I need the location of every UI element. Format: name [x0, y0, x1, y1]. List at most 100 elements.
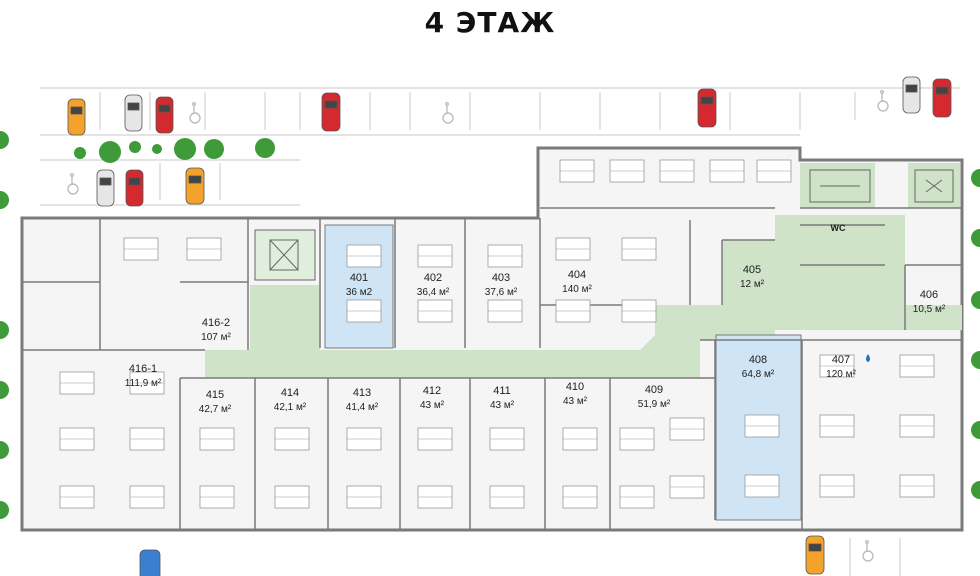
desk-cluster-icon	[123, 237, 159, 261]
room-408: 408 64,8 м²	[742, 354, 775, 380]
desk-cluster-icon	[756, 159, 792, 183]
tree-icon	[971, 169, 980, 187]
svg-text:43 м²: 43 м²	[490, 400, 515, 411]
tree-icon	[74, 147, 86, 159]
room-415: 415 42,7 м²	[199, 389, 232, 415]
wheelchair-icon	[442, 101, 454, 124]
tree-icon	[174, 138, 196, 160]
desk-cluster-icon	[199, 427, 235, 451]
svg-text:64,8 м²: 64,8 м²	[742, 369, 775, 380]
trees	[0, 131, 980, 519]
svg-text:408: 408	[749, 354, 767, 366]
parking-car-icon	[96, 169, 115, 207]
parking-car-icon	[805, 535, 825, 575]
svg-text:10,5 м²: 10,5 м²	[913, 304, 946, 315]
wheelchair-icon	[877, 89, 889, 112]
desk-cluster-icon	[487, 299, 523, 323]
wheelchair-icon	[862, 539, 874, 562]
desk-cluster-icon	[129, 371, 165, 395]
desk-cluster-icon	[487, 244, 523, 268]
desk-cluster-icon	[619, 485, 655, 509]
svg-text:413: 413	[353, 387, 371, 399]
desk-cluster-icon	[274, 485, 310, 509]
svg-text:36 м2: 36 м2	[346, 287, 373, 298]
svg-text:107 м²: 107 м²	[201, 332, 231, 343]
tree-icon	[255, 138, 275, 158]
wheelchair-icon	[67, 172, 79, 195]
svg-text:140 м²: 140 м²	[562, 284, 592, 295]
desk-cluster-icon	[744, 474, 780, 498]
svg-text:416-1: 416-1	[129, 363, 157, 375]
desk-clusters	[59, 159, 935, 509]
room-411: 411 43 м²	[490, 385, 515, 411]
tree-icon	[129, 141, 141, 153]
room-410: 410 43 м²	[563, 381, 588, 407]
svg-text:401: 401	[350, 272, 368, 284]
desk-cluster-icon	[274, 427, 310, 451]
desk-cluster-icon	[899, 354, 935, 378]
desk-cluster-icon	[129, 485, 165, 509]
parking-car-icon	[902, 76, 921, 114]
stairs-icon	[254, 229, 316, 281]
svg-text:51,9 м²: 51,9 м²	[638, 399, 671, 410]
desk-cluster-icon	[346, 299, 382, 323]
parking-car-icon	[321, 92, 341, 132]
svg-text:412: 412	[423, 385, 441, 397]
desk-cluster-icon	[621, 299, 657, 323]
svg-text:43 м²: 43 м²	[563, 396, 588, 407]
desk-cluster-icon	[559, 159, 595, 183]
tree-icon	[971, 351, 980, 369]
svg-text:41,4 м²: 41,4 м²	[346, 402, 379, 413]
room-401: 401 36 м2	[346, 272, 373, 298]
desk-cluster-icon	[59, 485, 95, 509]
tree-icon	[971, 229, 980, 247]
parking-car-icon	[139, 549, 161, 576]
parked-cars	[67, 76, 952, 576]
desk-cluster-icon	[562, 485, 598, 509]
room-403: 403 37,6 м²	[485, 272, 518, 298]
desk-cluster-icon	[346, 427, 382, 451]
tree-icon	[0, 381, 9, 399]
svg-text:414: 414	[281, 387, 299, 399]
desk-cluster-icon	[346, 485, 382, 509]
room-416-1: 416-1 111,9 м²	[125, 363, 162, 389]
desk-cluster-icon	[346, 244, 382, 268]
room-labels: 401 36 м2 402 36,4 м² 403 37,6 м² 404 14…	[125, 223, 946, 415]
tree-icon	[971, 481, 980, 499]
tree-icon	[971, 421, 980, 439]
desk-cluster-icon	[621, 237, 657, 261]
tree-icon	[0, 131, 9, 149]
room-406: 406 10,5 м²	[913, 289, 946, 315]
desk-cluster-icon	[899, 474, 935, 498]
wheelchair-icon	[189, 101, 201, 124]
desk-cluster-icon	[555, 299, 591, 323]
parking-car-icon	[67, 98, 86, 136]
svg-text:406: 406	[920, 289, 938, 301]
desk-cluster-icon	[669, 417, 705, 441]
desk-cluster-icon	[199, 485, 235, 509]
parking-car-icon	[155, 96, 174, 134]
parking-car-icon	[185, 167, 205, 205]
room-414: 414 42,1 м²	[274, 387, 307, 413]
desk-cluster-icon	[489, 485, 525, 509]
desk-cluster-icon	[819, 414, 855, 438]
svg-text:12 м²: 12 м²	[740, 279, 765, 290]
room-409: 409 51,9 м²	[638, 384, 671, 410]
wc-label: WC	[831, 223, 846, 233]
svg-text:42,1 м²: 42,1 м²	[274, 402, 307, 413]
svg-text:411: 411	[493, 385, 511, 397]
room-416-2: 416-2 107 м²	[201, 317, 231, 343]
room-412: 412 43 м²	[420, 385, 445, 411]
parking-car-icon	[124, 94, 143, 132]
desk-cluster-icon	[129, 427, 165, 451]
tree-icon	[0, 441, 9, 459]
desk-cluster-icon	[659, 159, 695, 183]
svg-text:409: 409	[645, 384, 663, 396]
desk-cluster-icon	[899, 414, 935, 438]
parking-area	[40, 87, 960, 576]
desk-cluster-icon	[417, 244, 453, 268]
svg-text:410: 410	[566, 381, 584, 393]
floor-title: 4 ЭТАЖ	[424, 6, 556, 39]
parking-car-icon	[697, 88, 717, 128]
